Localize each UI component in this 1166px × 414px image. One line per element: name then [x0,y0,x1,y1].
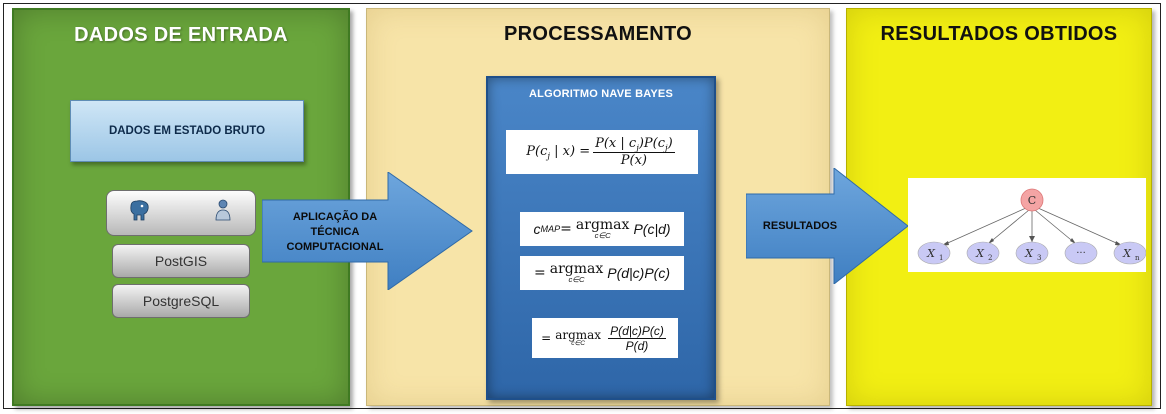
technique-label-line3: COMPUTACIONAL [286,241,384,253]
technique-arrow [262,172,473,290]
postgresql-band: PostgreSQL [112,284,250,318]
feature-node-x3: X 3 [1015,241,1049,265]
class-node-c [1020,188,1044,212]
input-data-title: DADOS DE ENTRADA [74,24,288,46]
raw-data-box: DADOS EM ESTADO BRUTO [70,100,304,162]
svg-text:X: X [1122,247,1132,260]
svg-text:X: X [1024,247,1034,260]
svg-text:X: X [926,247,936,260]
class-node-label: C [1028,194,1036,207]
bayes-theorem-formula: P(cj | x) = P(x | cj)P(cj) P(x) [506,130,698,174]
gis-user-icon [210,198,236,224]
database-top-disk [106,190,256,236]
feature-node-ellipsis: ··· [1064,241,1098,265]
algorithm-title: ALGORITMO NAVE BAYES [529,88,673,100]
processing-title: PROCESSAMENTO [503,23,692,45]
postgis-band: PostGIS [112,244,250,278]
svg-text:2: 2 [988,254,992,262]
bayesian-network-diagram: C X 1 X 2 X 3 ··· X n [908,178,1147,272]
technique-label-line2: TÉCNICA [310,226,360,238]
naive-bayes-algorithm-box: ALGORITMO NAVE BAYES P(cj | x) = P(x | c… [486,76,716,400]
results-arrow [746,168,909,284]
svg-text:3: 3 [1037,254,1041,262]
svg-text:1: 1 [939,254,943,262]
technique-arrow-label: APLICAÇÃO DA TÉCNICA COMPUTACIONAL [270,210,400,255]
feature-node-xn: X n [1113,241,1147,265]
svg-text:···: ··· [1076,248,1086,259]
svg-text:X: X [975,247,985,260]
diagram-frame [3,3,1161,409]
results-arrow-label: RESULTADOS [762,220,838,232]
database-stack: PostGIS PostgreSQL [106,190,256,320]
svg-text:n: n [1135,254,1140,262]
postgresql-elephant-icon [126,198,152,224]
feature-node-x2: X 2 [966,241,1000,265]
results-title: RESULTADOS OBTIDOS [880,23,1118,45]
input-data-panel: DADOS DE ENTRADA DADOS EM ESTADO BRUTO P… [12,8,350,406]
technique-label-line1: APLICAÇÃO DA [292,211,378,223]
feature-node-x1: X 1 [917,241,951,265]
